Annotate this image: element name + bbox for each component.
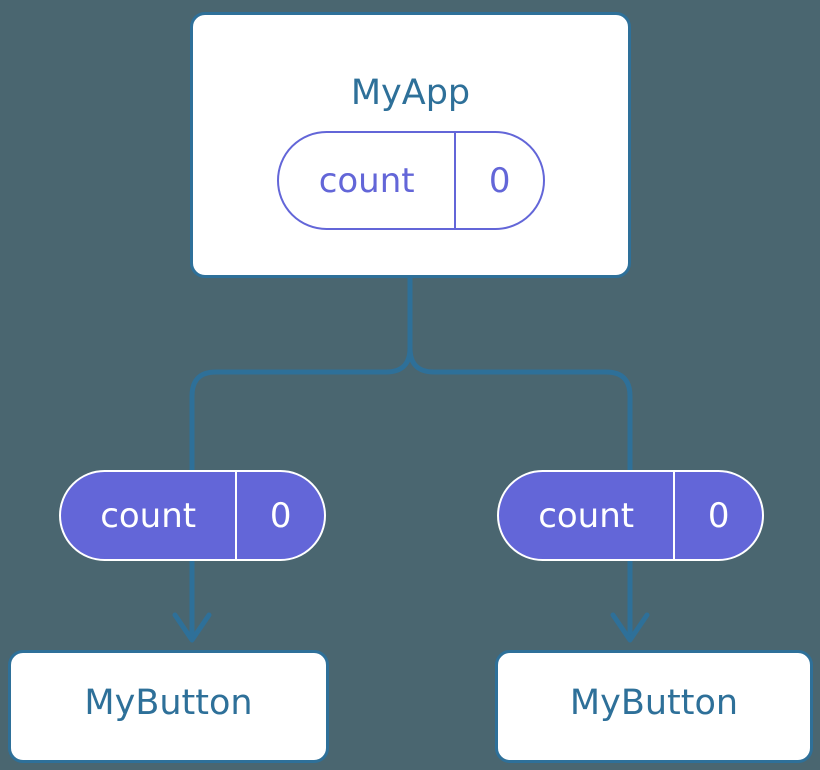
state-pill-value-child-left: 0	[235, 472, 324, 559]
arrowhead-right-icon	[610, 612, 650, 643]
state-pill-key-child-right: count	[538, 495, 635, 536]
state-pill-child-left[interactable]: count 0	[59, 470, 326, 561]
arrowhead-left-icon	[172, 612, 212, 643]
component-box-myapp[interactable]: MyApp	[190, 12, 631, 278]
state-pill-key-child-left: count	[100, 495, 197, 536]
component-title-mybutton-right: MyButton	[569, 683, 739, 723]
component-box-mybutton-left[interactable]: MyButton	[8, 650, 329, 763]
state-pill-value-child-right: 0	[673, 472, 762, 559]
state-pill-myapp[interactable]: count 0	[277, 131, 545, 230]
component-box-mybutton-right[interactable]: MyButton	[495, 650, 813, 763]
state-pill-child-right[interactable]: count 0	[497, 470, 764, 561]
component-title-myapp: MyApp	[350, 73, 471, 113]
component-title-mybutton-left: MyButton	[84, 683, 253, 723]
connector-root-to-split	[189, 274, 413, 473]
connector-branch-to-right-state	[407, 345, 633, 473]
state-pill-value-myapp: 0	[454, 133, 543, 228]
state-pill-key-myapp: count	[318, 160, 415, 201]
